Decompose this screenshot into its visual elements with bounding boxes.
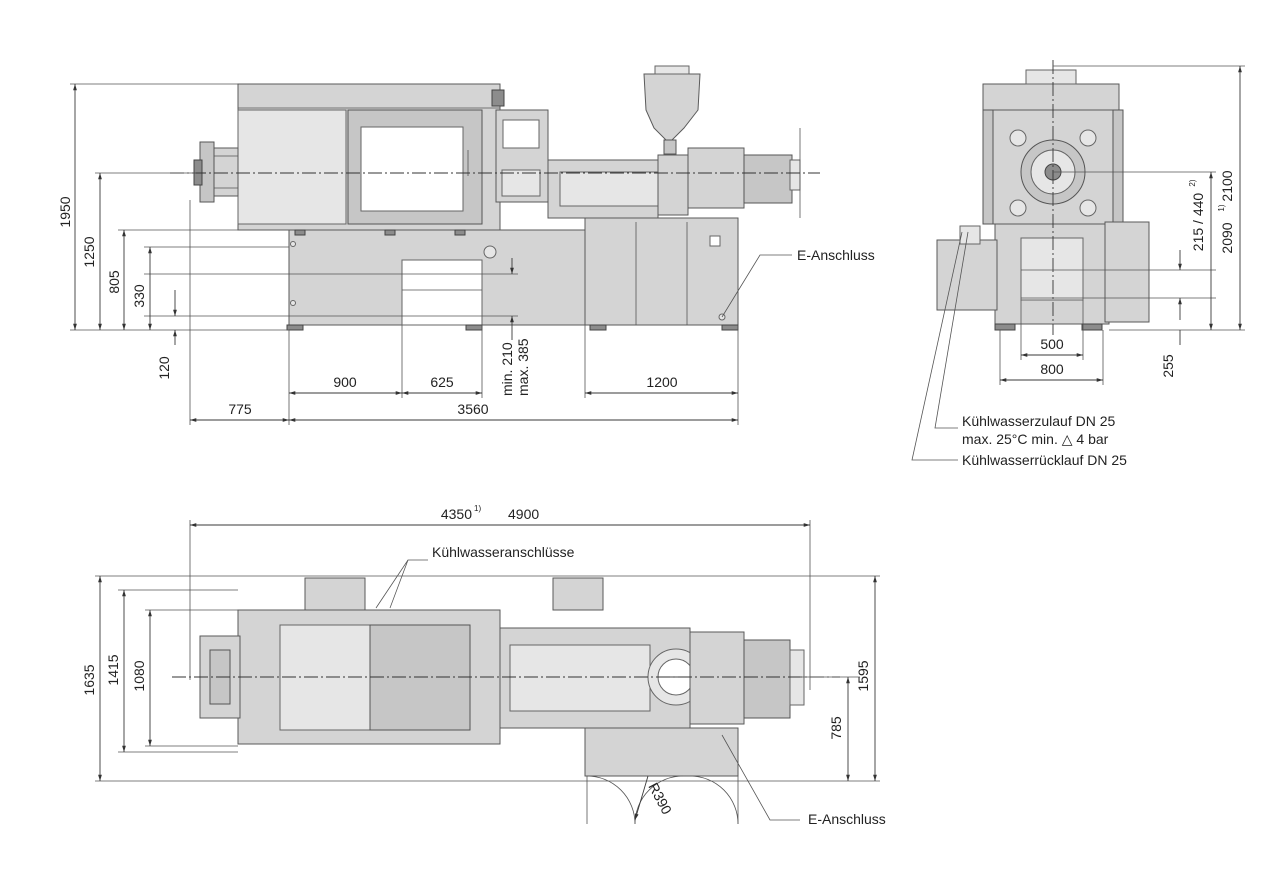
- safety-window: [360, 126, 464, 212]
- dim-r390: R390: [645, 780, 675, 817]
- end-view-dimensions: [911, 65, 1245, 461]
- dim-255: 255: [1160, 354, 1176, 378]
- dim-2090: 2090: [1219, 222, 1235, 253]
- electrical-cabinet: [584, 217, 739, 326]
- end-view: [936, 60, 1150, 335]
- dim-805: 805: [106, 270, 122, 294]
- top-view: [172, 577, 840, 825]
- top-view-dimensions: [95, 520, 880, 821]
- dim-215-440: 215 / 440: [1190, 193, 1206, 252]
- dim-625: 625: [430, 374, 454, 390]
- hopper: [643, 73, 701, 141]
- dim-4350-note: 1): [474, 504, 481, 513]
- dim-775: 775: [228, 401, 252, 417]
- side-view: [170, 65, 820, 331]
- dim-900: 900: [333, 374, 357, 390]
- dim-3560: 3560: [457, 401, 488, 417]
- dim-1595: 1595: [855, 660, 871, 691]
- dim-800: 800: [1040, 361, 1064, 377]
- e-connection-label-side: E-Anschluss: [797, 247, 875, 263]
- dim-1080: 1080: [131, 660, 147, 691]
- control-screen: [502, 119, 540, 149]
- dim-215-440-note: 2): [1188, 179, 1197, 186]
- dim-min-210: min. 210: [499, 342, 515, 396]
- dim-785: 785: [828, 716, 844, 740]
- dim-1250: 1250: [81, 236, 97, 267]
- dim-500: 500: [1040, 336, 1064, 352]
- e-connection-label-top: E-Anschluss: [808, 811, 886, 827]
- dim-1415: 1415: [105, 654, 121, 685]
- dim-2100: 2100: [1219, 170, 1235, 201]
- cooling-return-label: Kühlwasserrücklauf DN 25: [962, 452, 1127, 468]
- dim-4900: 4900: [508, 506, 539, 522]
- dim-max-385: max. 385: [515, 338, 531, 396]
- dim-1635: 1635: [81, 664, 97, 695]
- cooling-connections-label: Kühlwasseranschlüsse: [432, 544, 575, 560]
- dim-120: 120: [156, 356, 172, 380]
- dim-4350: 4350: [441, 506, 472, 522]
- cooling-inlet-spec: max. 25°C min. △ 4 bar: [962, 431, 1109, 447]
- side-view-dimensions: [70, 83, 792, 425]
- cooling-inlet-label: Kühlwasserzulauf DN 25: [962, 413, 1116, 429]
- dim-330: 330: [131, 284, 147, 308]
- dim-1200: 1200: [646, 374, 677, 390]
- cabinet-top: [584, 727, 739, 777]
- dim-2090-note: 1): [1217, 204, 1226, 211]
- dim-1950: 1950: [57, 196, 73, 227]
- base-opening: [401, 259, 483, 326]
- injection-unit: [687, 147, 745, 209]
